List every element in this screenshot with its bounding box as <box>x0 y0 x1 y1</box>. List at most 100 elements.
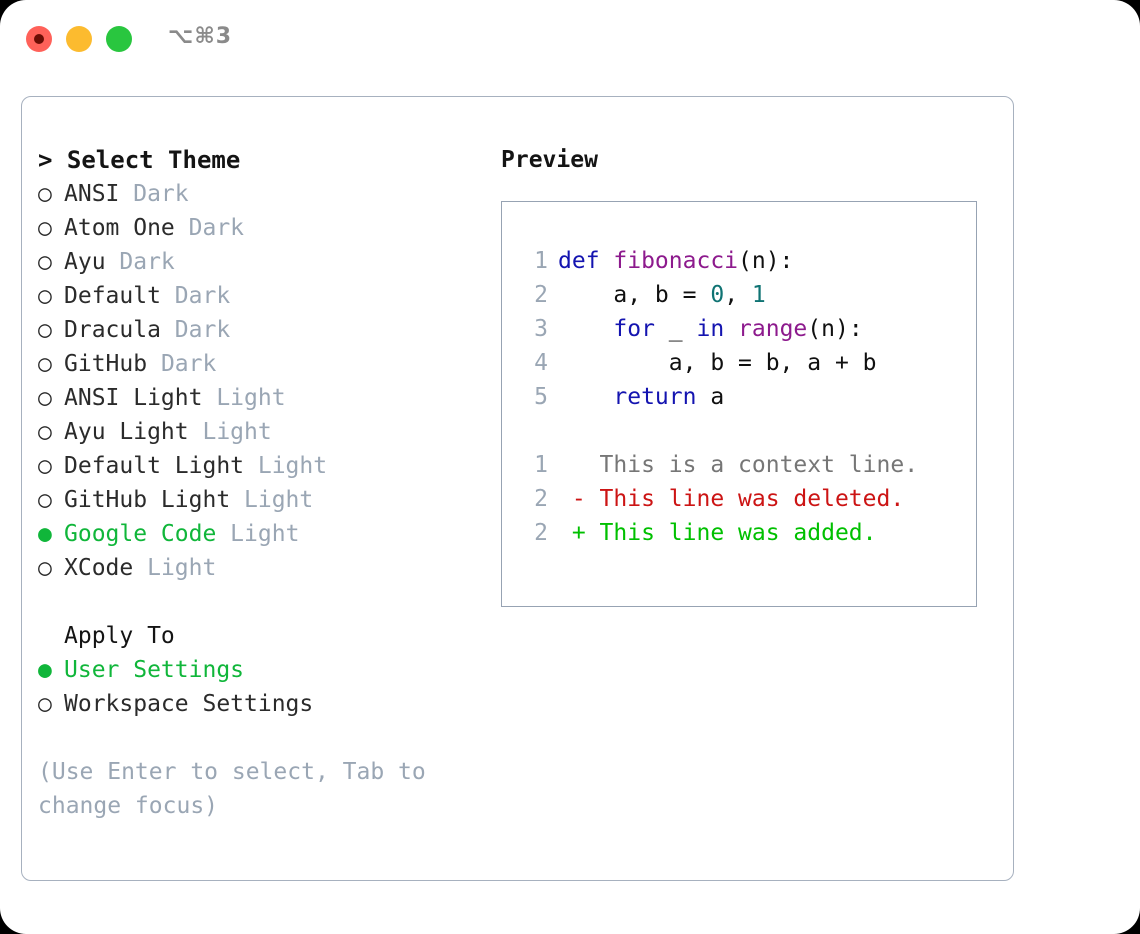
theme-option-name: GitHub Light <box>64 487 231 513</box>
code-diff-gap <box>520 414 976 448</box>
code-line: 2 a, b = 0, 1 <box>520 278 976 312</box>
theme-option[interactable]: ○ANSI Dark <box>38 177 478 211</box>
theme-option-name: Default Light <box>64 453 245 479</box>
theme-option[interactable]: ○ Atom One Dark <box>38 211 478 245</box>
close-button[interactable] <box>26 26 52 52</box>
code-token-pl <box>724 316 738 342</box>
radio-unselected-icon: ○ <box>38 555 52 581</box>
code-token-pl: a, b = b, a + b <box>558 350 877 376</box>
radio-unselected-icon: ○ <box>38 453 52 479</box>
apply-to-option-name: User Settings <box>64 657 245 683</box>
code-token-kw: def <box>558 248 614 274</box>
theme-option-variant: Light <box>230 487 314 513</box>
theme-option[interactable]: ○ Ayu Light Light <box>38 415 478 449</box>
diff-marker: - <box>558 486 586 512</box>
line-number: 1 <box>534 452 548 478</box>
theme-option[interactable]: ○ Dracula Dark <box>38 313 478 347</box>
theme-option-variant: Light <box>244 453 328 479</box>
diff-marker: + <box>558 520 586 546</box>
theme-option-variant: Light <box>202 385 286 411</box>
theme-option-name: Default <box>64 283 161 309</box>
theme-option-variant: Dark <box>174 215 245 241</box>
radio-unselected-icon: ○ <box>38 691 52 717</box>
line-number: 2 <box>534 520 548 546</box>
line-number: 2 <box>534 282 548 308</box>
theme-picker-column: > Select Theme ○ANSI Dark○Atom One Dark○… <box>38 143 478 823</box>
theme-option-variant: Dark <box>105 249 175 275</box>
code-token-pl <box>558 384 613 410</box>
theme-option[interactable]: ○ XCode Light <box>38 551 478 585</box>
radio-unselected-icon: ○ <box>38 283 52 309</box>
select-theme-heading: > Select Theme <box>38 146 241 174</box>
theme-option[interactable]: ○GitHub Dark <box>38 347 478 381</box>
apply-to-option[interactable]: ● User Settings <box>38 653 478 687</box>
code-token-num: 1 <box>751 282 766 308</box>
record-dot-icon <box>34 34 44 44</box>
theme-option-name: Google Code <box>64 521 217 547</box>
theme-option-name: XCode <box>64 555 134 581</box>
radio-unselected-icon: ○ <box>38 317 52 343</box>
theme-option-variant: Dark <box>147 351 217 377</box>
theme-option-name: Dracula <box>64 317 161 343</box>
theme-option[interactable]: ○ Default Light Light <box>38 449 478 483</box>
theme-option-name: GitHub <box>64 351 148 377</box>
code-token-pl: , <box>724 282 752 308</box>
theme-option[interactable]: ○ ANSI Light Light <box>38 381 478 415</box>
radio-selected-icon: ● <box>38 657 52 683</box>
theme-option-variant: Light <box>216 521 300 547</box>
code-line: 1 def fibonacci(n): <box>520 244 976 278</box>
theme-option-variant: Dark <box>160 317 231 343</box>
diff-marker <box>558 452 586 478</box>
code-token-kw: return <box>613 384 697 410</box>
radio-selected-icon: ● <box>38 521 52 547</box>
radio-unselected-icon: ○ <box>38 181 52 207</box>
theme-option[interactable]: ○Default Dark <box>38 279 478 313</box>
code-token-pl: (n): <box>738 248 794 274</box>
theme-option-variant: Dark <box>119 181 189 207</box>
code-token-pl: a <box>696 384 725 410</box>
line-number: 3 <box>534 316 548 342</box>
code-token-pl: (n): <box>807 316 863 342</box>
list-spacer <box>38 585 478 619</box>
theme-option[interactable]: ○Ayu Dark <box>38 245 478 279</box>
maximize-button[interactable] <box>106 26 132 52</box>
line-number: 2 <box>534 486 548 512</box>
code-token-fn: range <box>738 316 808 342</box>
code-token-num: 0 <box>710 282 725 308</box>
diff-line: 1 This is a context line. <box>520 448 976 482</box>
radio-unselected-icon: ○ <box>38 419 52 445</box>
code-line: 3 for _ in range(n): <box>520 312 976 346</box>
theme-option[interactable]: ○GitHub Light Light <box>38 483 478 517</box>
keyboard-hint-text: (Use Enter to select, Tab to change focu… <box>38 759 440 819</box>
radio-unselected-icon: ○ <box>38 249 52 275</box>
minimize-button[interactable] <box>66 26 92 52</box>
apply-to-heading: Apply To <box>64 623 175 649</box>
radio-unselected-icon: ○ <box>38 385 52 411</box>
theme-option-variant: Light <box>133 555 217 581</box>
theme-option-name: Atom One <box>64 215 175 241</box>
line-number: 4 <box>534 350 548 376</box>
radio-unselected-icon: ○ <box>38 215 52 241</box>
code-token-pl: _ <box>654 316 697 342</box>
theme-option-name: Ayu Light <box>64 419 189 445</box>
diff-line: 2 - This line was deleted. <box>520 482 976 516</box>
code-line: 4 a, b = b, a + b <box>520 346 976 380</box>
main-panel: > Select Theme ○ANSI Dark○Atom One Dark○… <box>21 96 1014 881</box>
code-token-kw: in <box>696 316 725 342</box>
theme-option-name: ANSI Light <box>64 385 203 411</box>
code-token-fn: fibonacci <box>613 248 739 274</box>
apply-to-list: ● User Settings ○Workspace Settings <box>38 653 478 721</box>
theme-option-variant: Light <box>188 419 272 445</box>
code-line: 5 return a <box>520 380 976 414</box>
code-token-kw: for <box>613 316 655 342</box>
diff-sample: 1 This is a context line.2 - This line w… <box>520 448 976 550</box>
line-number: 1 <box>534 248 548 274</box>
diff-text: This line was added. <box>585 520 877 546</box>
code-token-pl: a, b = <box>558 282 711 308</box>
theme-option[interactable]: ● Google Code Light <box>38 517 478 551</box>
apply-to-option[interactable]: ○Workspace Settings <box>38 687 478 721</box>
